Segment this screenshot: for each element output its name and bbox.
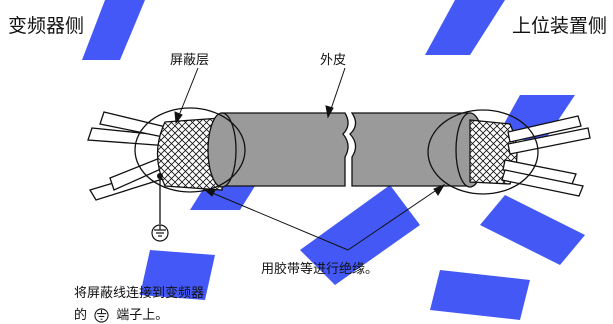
watermark-stroke <box>430 270 530 320</box>
right-tape-ellipse <box>427 109 539 195</box>
shield-layer-label: 屏蔽层 <box>170 53 210 68</box>
watermark-stroke <box>300 185 420 285</box>
watermark-stroke <box>425 0 505 55</box>
left-tape-ellipse <box>134 107 246 193</box>
sheath-right-section <box>349 112 471 187</box>
tape-insulation-note: 用胶带等进行绝缘。 <box>261 262 379 277</box>
sheath-left-section <box>221 112 349 187</box>
ground-lead <box>151 173 169 242</box>
watermark-stroke <box>495 95 575 140</box>
inverter-side-label: 变频器侧 <box>8 15 85 37</box>
connect-note-prefix: 的 <box>74 308 88 323</box>
connect-note-line1: 将屏蔽线连接到变频器 <box>74 286 205 301</box>
watermark-stroke <box>82 0 145 60</box>
ground-terminal-icon <box>94 308 109 323</box>
host-device-side-label: 上位装置侧 <box>511 15 607 37</box>
connect-note-suffix: 端子上。 <box>116 308 169 323</box>
sheath-left-end <box>207 112 237 188</box>
right-wire-ends <box>501 115 591 197</box>
connect-note-line2: 的 端子上。 <box>74 304 168 323</box>
leader-lines <box>174 67 446 251</box>
watermark-stroke <box>140 250 215 300</box>
ground-symbol-icon <box>151 224 169 242</box>
watermark-stroke <box>480 195 585 265</box>
outer-sheath-label: 外皮 <box>320 53 347 68</box>
